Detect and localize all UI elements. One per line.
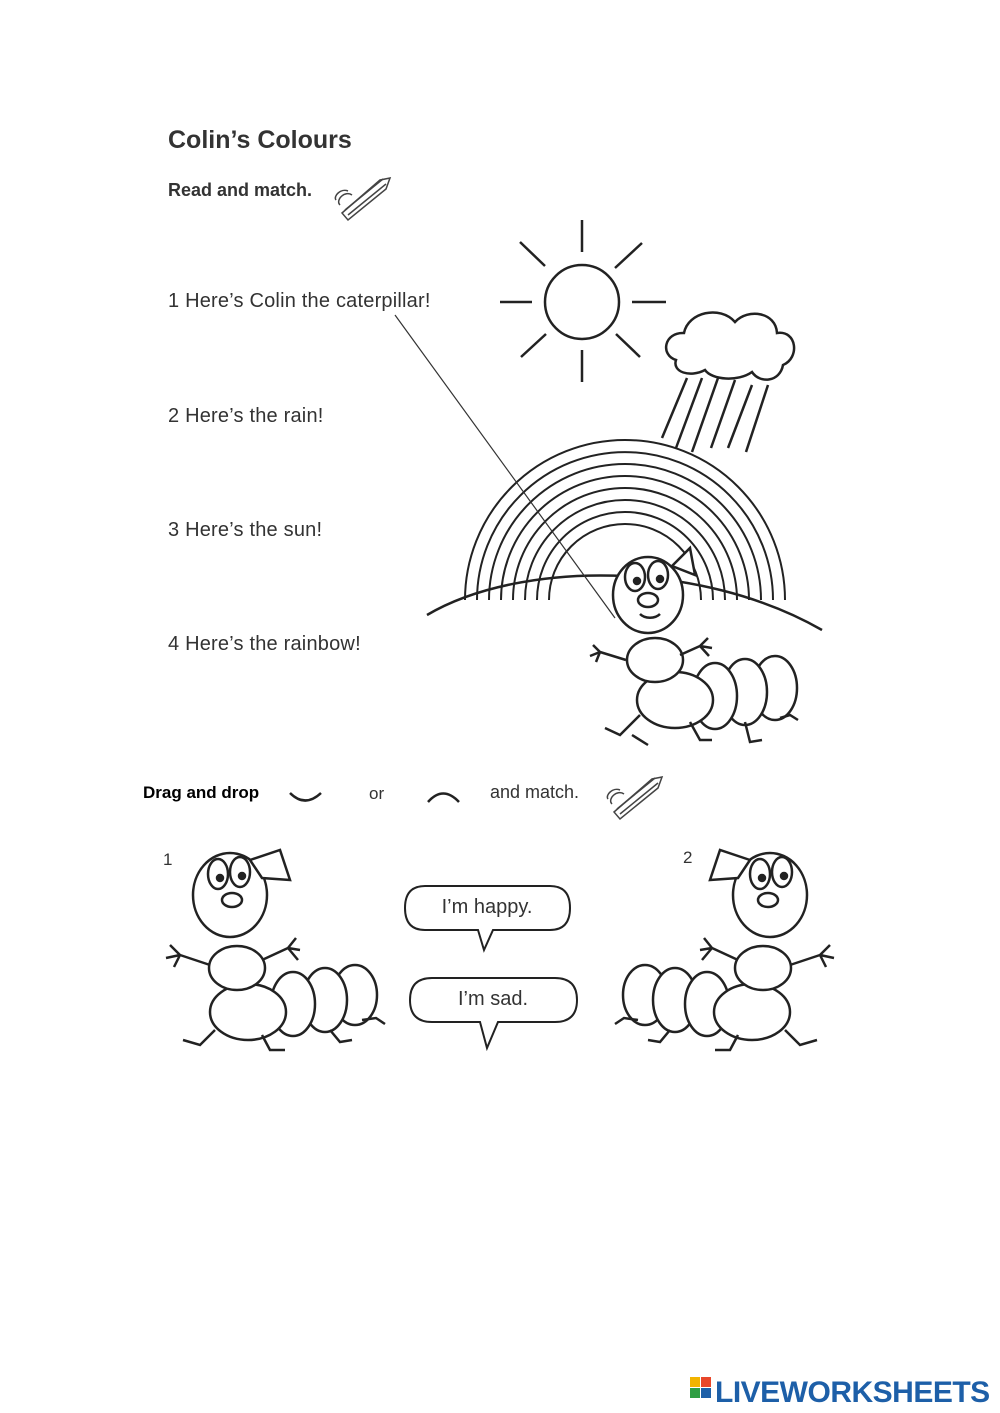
sentence-3: 3 Here’s the sun! xyxy=(168,519,323,541)
rain-cloud-drawing xyxy=(660,311,796,453)
smile-mouth-icon[interactable] xyxy=(289,792,322,802)
pencil-icon xyxy=(334,177,392,222)
worksheet-title: Colin’s Colours xyxy=(168,126,352,154)
drag-drop-label: Drag and drop xyxy=(143,783,260,802)
instruction-text: Read and match. xyxy=(168,180,313,200)
sentence-4: 4 Here’s the rainbow! xyxy=(168,633,361,655)
liveworksheets-logo-icon xyxy=(690,1377,711,1398)
caterpillar-drawing-right xyxy=(614,848,835,1052)
sentence-1: 1 Here’s Colin the caterpillar! xyxy=(168,290,431,312)
rainbow-drawing xyxy=(426,439,823,632)
pencil-icon-2 xyxy=(606,776,664,821)
match-line xyxy=(394,314,616,619)
speech-bubble-sad xyxy=(408,977,579,1052)
and-match-label: and match. xyxy=(490,782,580,802)
bubble-sad-text: I’m sad. xyxy=(457,988,529,1010)
picture-number-1: 1 xyxy=(163,850,173,869)
caterpillar-drawing-left xyxy=(165,848,386,1052)
bubble-happy-text: I’m happy. xyxy=(441,896,533,918)
sentence-2: 2 Here’s the rain! xyxy=(168,405,324,427)
caterpillar-drawing-top xyxy=(589,545,799,747)
picture-number-2: 2 xyxy=(683,848,693,867)
or-label: or xyxy=(369,784,385,803)
speech-bubble-happy xyxy=(403,885,572,953)
frown-mouth-icon[interactable] xyxy=(427,792,460,803)
footer-brand: LIVEWORKSHEETS xyxy=(715,1376,990,1409)
sun-drawing xyxy=(500,220,666,382)
